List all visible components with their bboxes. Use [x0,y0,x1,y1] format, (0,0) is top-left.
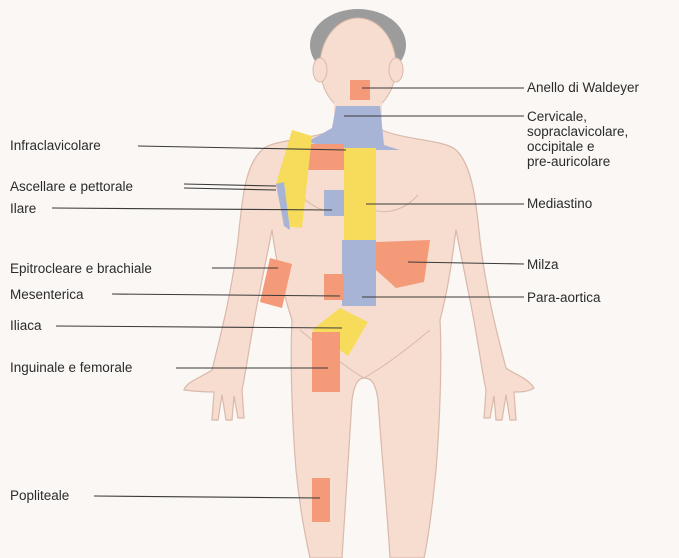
label-epitrocleare-brachiale: Epitrocleare e brachiale [10,261,152,276]
label-ilare: Ilare [10,201,36,216]
region-mediastino [344,148,376,240]
region-anello-waldeyer [350,80,370,100]
label-cervicale: Cervicale, sopraclavicolare, occipitale … [527,109,628,169]
label-anello-waldeyer: Anello di Waldeyer [527,80,639,95]
label-mesenterica: Mesenterica [10,287,84,302]
label-mediastino: Mediastino [527,196,592,211]
label-milza: Milza [527,257,559,272]
label-popliteale: Popliteale [10,488,69,503]
label-iliaca: Iliaca [10,318,42,333]
label-ascellare-pettorale: Ascellare e pettorale [10,179,133,194]
label-inguinale-femorale: Inguinale e femorale [10,360,132,375]
label-infraclavicolare: Infraclavicolare [10,138,101,153]
right-ear [389,58,403,82]
region-para-aortica [342,240,376,306]
region-inguinale [312,332,340,392]
region-popliteale [312,478,330,522]
label-para-aortica: Para-aortica [527,290,601,305]
left-ear [313,58,327,82]
leader-popliteale [94,496,320,498]
region-infraclavicolare [308,144,344,170]
region-ilare [324,190,344,216]
